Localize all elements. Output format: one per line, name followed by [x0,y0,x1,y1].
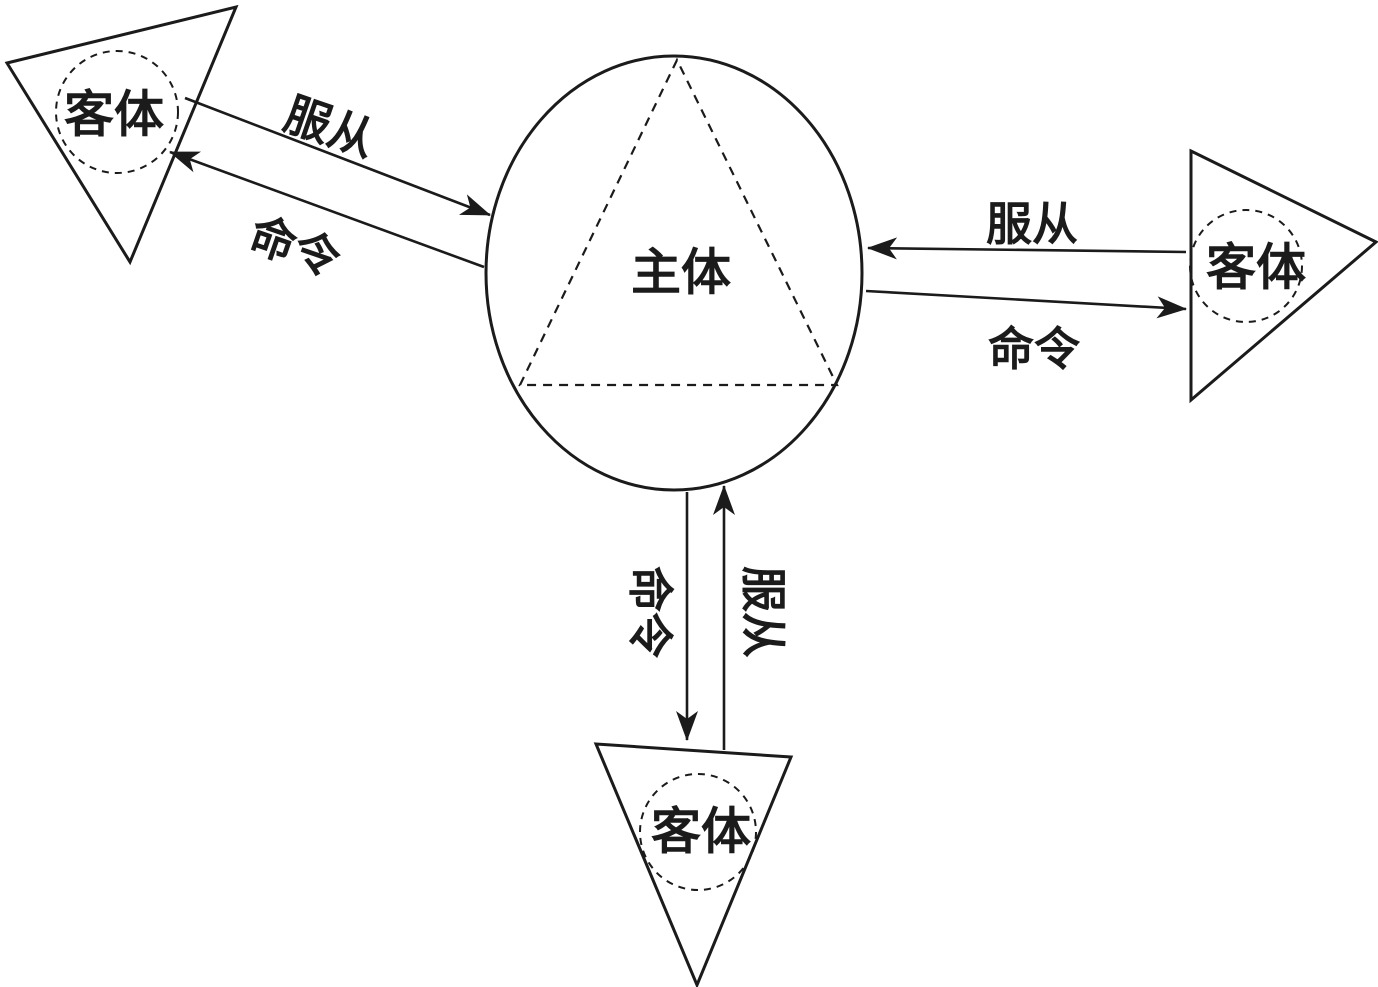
object-bottom-dashed-circle [639,773,757,891]
subject-ellipse [484,54,864,492]
obey-label-topleft: 服从 [278,86,383,167]
command-arrow-right [865,289,1187,319]
object-bottom-triangle [593,742,794,987]
command-label-right: 命令 [988,322,1081,376]
object-bottom-label: 客体 [651,802,751,861]
object-right-triangle [1189,148,1378,404]
command-label-bottom: 命令 [623,566,677,659]
obey-arrow-right [867,237,1187,260]
object-right-dashed-circle [1189,209,1303,323]
command-label-topleft: 命令 [243,206,349,287]
object-right-label: 客体 [1206,238,1306,297]
object-topleft-label: 客体 [64,85,164,144]
obey-label-bottom: 服从 [736,566,790,658]
object-topleft-dashed-circle [55,50,179,174]
object-topleft-triangle [4,4,239,266]
subject-label: 主体 [631,243,731,302]
subject-inner-dashed-triangle [518,57,839,387]
command-arrow-topleft [169,150,485,269]
obey-label-right: 服从 [986,197,1078,251]
obey-arrow-topleft [184,96,491,217]
